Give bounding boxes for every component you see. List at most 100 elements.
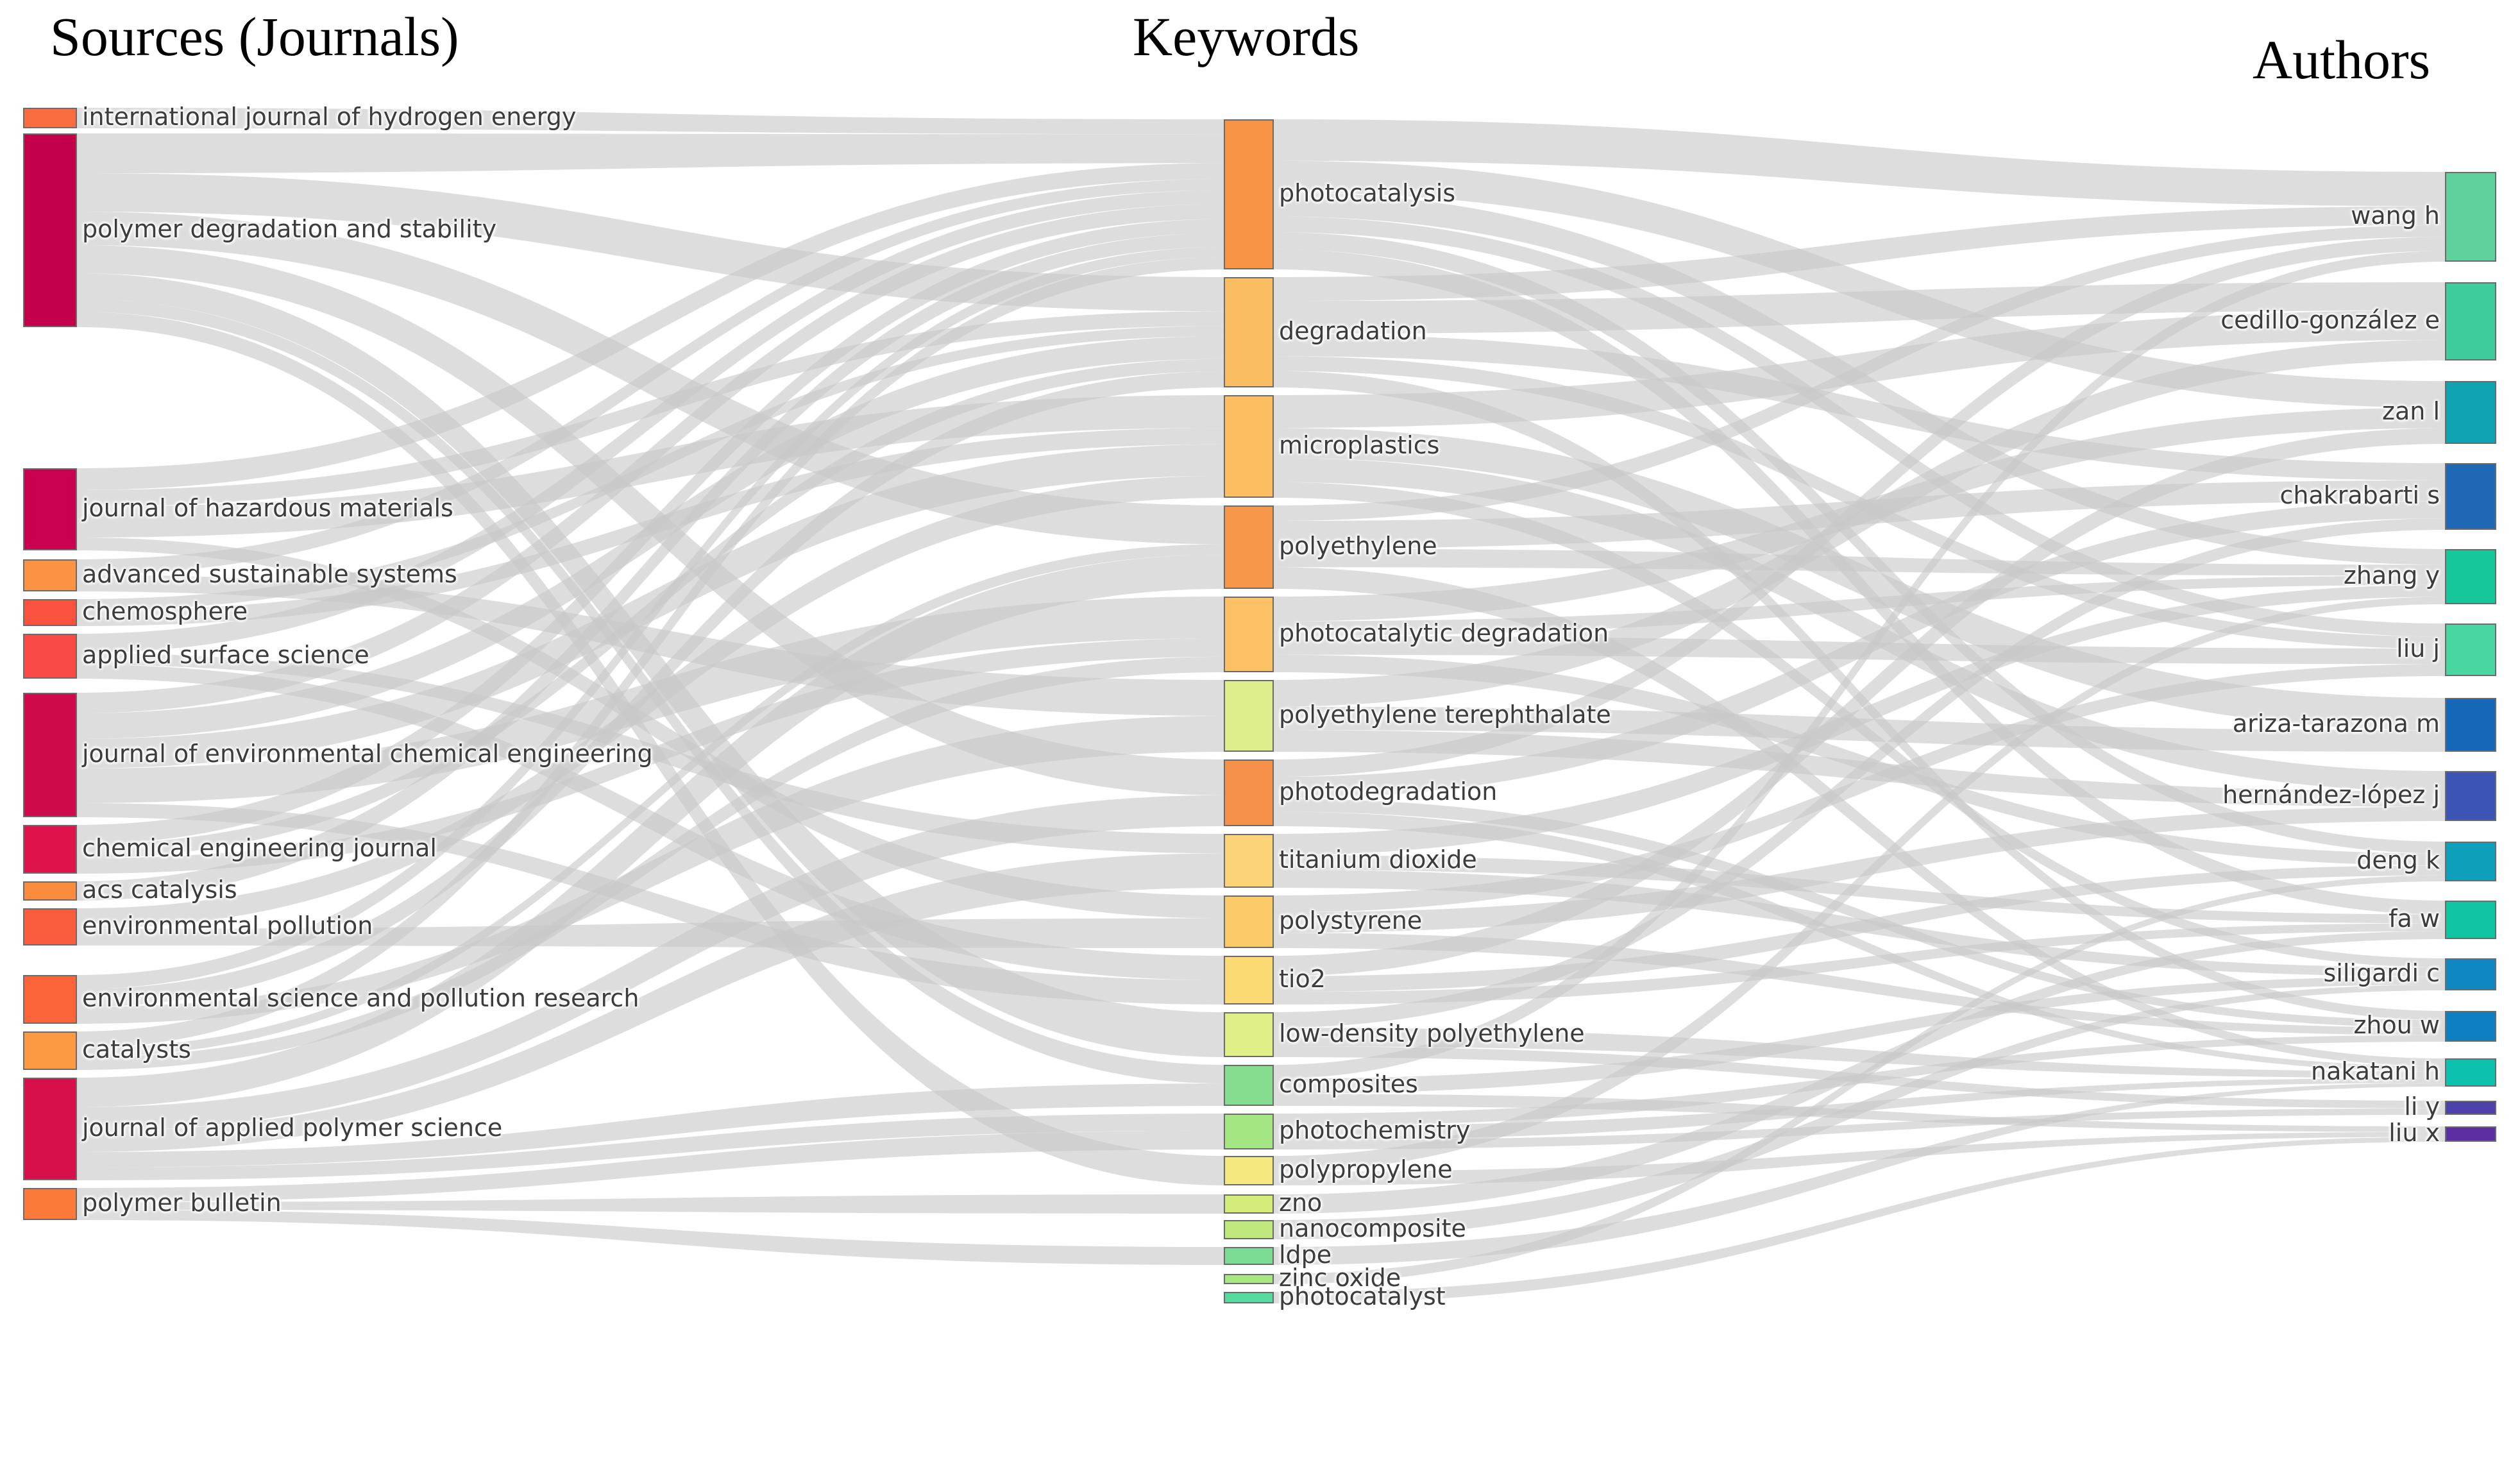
sankey-link (1274, 985, 2445, 1239)
sankey-link (1274, 1108, 2445, 1149)
column-title-keywords: Keywords (1133, 6, 1360, 67)
sankey-link (77, 853, 1224, 1152)
source-node[interactable] (23, 468, 77, 550)
source-node[interactable] (23, 908, 77, 945)
sankey-link (1274, 428, 2445, 976)
sankey-link (1274, 597, 2445, 1172)
source-node[interactable] (23, 634, 77, 679)
sankey-link (77, 475, 1224, 929)
source-node[interactable] (23, 1078, 77, 1180)
author-node[interactable] (2445, 901, 2496, 939)
sankey-link (1274, 923, 2445, 1005)
sankey-link (77, 247, 1224, 989)
keyword-node[interactable] (1224, 597, 1274, 672)
keyword-node[interactable] (1224, 1065, 1274, 1106)
source-node[interactable] (23, 975, 77, 1024)
sankey-link (77, 795, 1224, 1132)
sankey-link (77, 233, 1224, 901)
sankey-link (1274, 1083, 2445, 1265)
keyword-node[interactable] (1224, 395, 1274, 498)
source-node[interactable] (23, 693, 77, 817)
sankey-link (77, 257, 1224, 1048)
sankey-link (1274, 501, 2445, 799)
keyword-node[interactable] (1224, 956, 1274, 1005)
author-node[interactable] (2445, 463, 2496, 530)
keyword-node[interactable] (1224, 759, 1274, 826)
author-node[interactable] (2445, 623, 2496, 676)
sankey-link (77, 1210, 1224, 1265)
author-node[interactable] (2445, 282, 2496, 360)
sankey-link (1274, 457, 2445, 792)
author-node[interactable] (2445, 698, 2496, 752)
sankey-link (1274, 216, 2445, 637)
sankey-link (77, 538, 1224, 919)
author-node[interactable] (2445, 1101, 2496, 1115)
keyword-node[interactable] (1224, 1292, 1274, 1303)
keyword-node[interactable] (1224, 1274, 1274, 1284)
source-node[interactable] (23, 133, 77, 327)
source-node[interactable] (23, 108, 77, 128)
sankey-link (1274, 225, 2445, 522)
author-node[interactable] (2445, 549, 2496, 604)
sankey-link (1274, 518, 2445, 1028)
keyword-node[interactable] (1224, 119, 1274, 269)
sankey-link (1274, 119, 2445, 207)
sankey-link (77, 190, 1224, 654)
source-node[interactable] (23, 1031, 77, 1070)
sankey-link (77, 204, 1224, 713)
author-node[interactable] (2445, 1011, 2496, 1042)
author-node[interactable] (2445, 1126, 2496, 1142)
sankey-link (1274, 340, 2445, 707)
source-node[interactable] (23, 825, 77, 874)
sankey-link (1274, 654, 2445, 866)
keyword-node[interactable] (1224, 680, 1274, 752)
keyword-node[interactable] (1224, 505, 1274, 589)
keyword-node[interactable] (1224, 277, 1274, 387)
sankey-link (77, 108, 1224, 135)
keyword-node[interactable] (1224, 1156, 1274, 1185)
sankey-link (77, 133, 1224, 173)
sankey-link (77, 219, 1224, 845)
keyword-node[interactable] (1224, 1220, 1274, 1239)
sankey-link (77, 1114, 1224, 1180)
sankey-link (77, 803, 1224, 1005)
sankey-link (1274, 160, 2445, 408)
author-node[interactable] (2445, 172, 2496, 262)
sankey-link (77, 1194, 1224, 1214)
sankey-link (1274, 1137, 2445, 1303)
sankey-link (77, 179, 1224, 575)
keyword-node[interactable] (1224, 895, 1274, 948)
sankey-link (1274, 251, 2445, 1079)
sankey-link (1274, 334, 2445, 480)
sankey-link (1274, 232, 2445, 854)
sankey-link (77, 163, 1224, 491)
keyword-node[interactable] (1224, 1012, 1274, 1057)
sankey-link (1274, 428, 2445, 731)
keyword-node[interactable] (1224, 1247, 1274, 1265)
author-node[interactable] (2445, 381, 2496, 444)
author-node[interactable] (2445, 1058, 2496, 1087)
keyword-node[interactable] (1224, 1114, 1274, 1149)
source-node[interactable] (23, 881, 77, 901)
sankey-link (77, 656, 1224, 1070)
source-node[interactable] (23, 599, 77, 626)
keyword-node[interactable] (1224, 1194, 1274, 1214)
sankey-link (1274, 976, 2445, 1094)
keyword-node[interactable] (1224, 834, 1274, 888)
sankey-link (1274, 933, 2445, 1035)
sankey-link (1274, 799, 2445, 1028)
source-node[interactable] (23, 1188, 77, 1220)
sankey-link (1274, 206, 2445, 301)
author-node[interactable] (2445, 958, 2496, 990)
sankey-link (77, 554, 1224, 1107)
sankey-link (1274, 1028, 2445, 1078)
author-node[interactable] (2445, 842, 2496, 881)
source-node[interactable] (23, 559, 77, 591)
sankey-link (77, 1130, 1224, 1202)
sankey-link (1274, 931, 2445, 1214)
author-node[interactable] (2445, 771, 2496, 821)
sankey-link (1274, 811, 2445, 1072)
sankey-link (77, 638, 1224, 874)
